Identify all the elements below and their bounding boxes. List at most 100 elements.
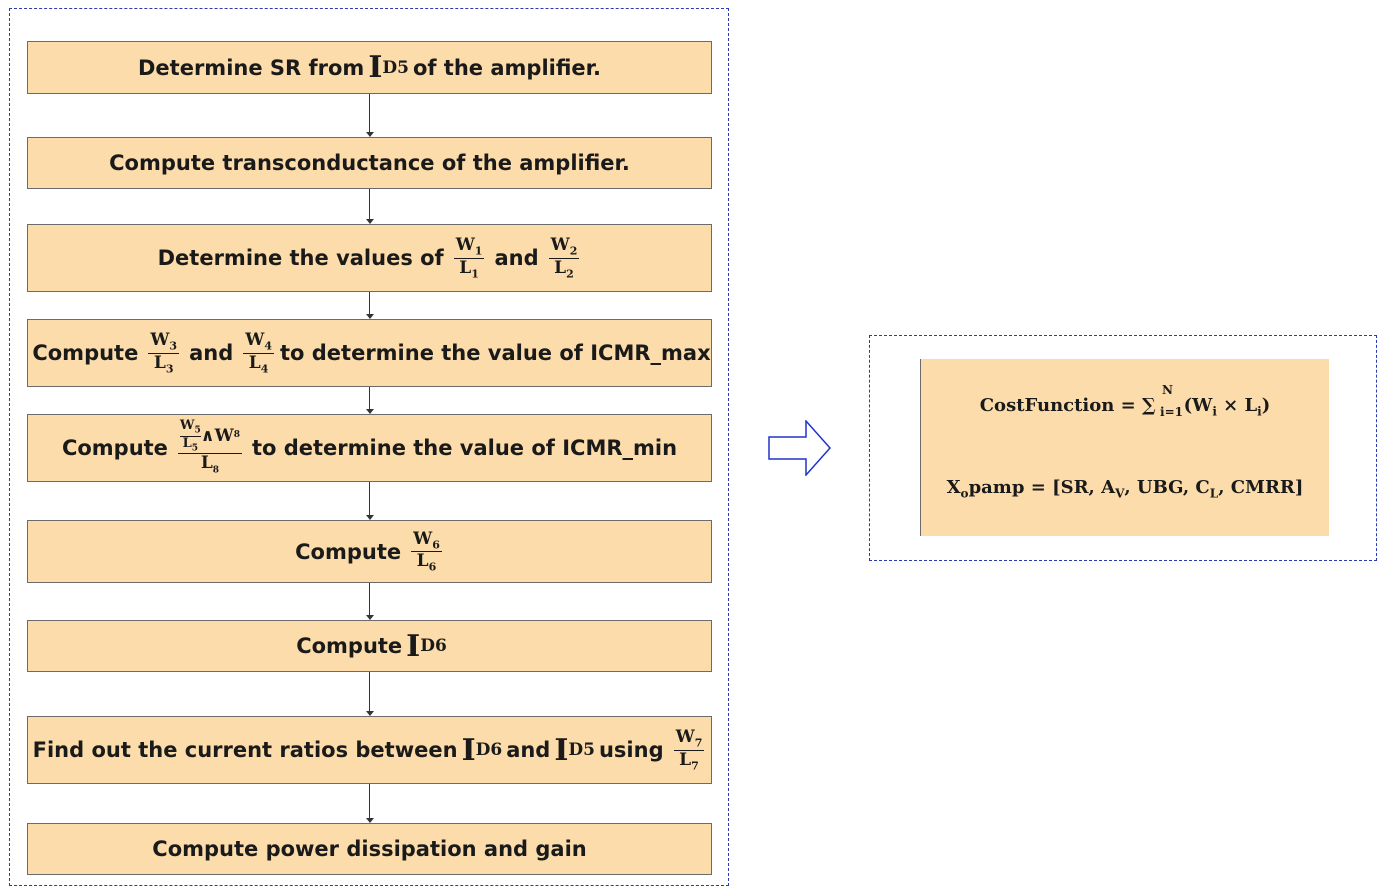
arrow-head-icon — [366, 711, 374, 716]
subscript: o — [960, 486, 969, 501]
subscript: i — [1257, 404, 1262, 419]
connector-line — [369, 583, 370, 615]
connector-line — [369, 387, 370, 409]
connector-line — [369, 189, 370, 219]
step-text: Determine SR from — [138, 55, 365, 80]
step-compute-power-gain: Compute power dissipation and gain — [27, 823, 712, 875]
connector-line — [369, 94, 370, 132]
arrow-head-icon — [366, 132, 374, 137]
numerator: W — [150, 330, 170, 351]
sum-body: (W — [1183, 395, 1213, 416]
step-text: using — [598, 738, 664, 762]
step-text: Compute — [32, 341, 139, 365]
vector-label: X — [946, 477, 961, 498]
subscript: i — [1212, 404, 1217, 419]
subscript: 1 — [471, 266, 479, 280]
vector-element: [SR, A — [1052, 477, 1116, 498]
sum-symbol: ∑ — [1142, 395, 1156, 416]
denominator: L — [182, 435, 192, 451]
step-determine-w1-w2: Determine the values of W1 L1 and W2 L2 — [27, 224, 712, 292]
fraction-w6-l6: W6 L6 — [411, 528, 442, 574]
numerator: W — [413, 528, 433, 549]
current-subscript: D6 — [420, 636, 447, 656]
sum-lower-limit: i=1 — [1160, 405, 1183, 419]
step-text: and — [506, 738, 551, 762]
subscript: 5 — [194, 425, 201, 436]
current-subscript: D5 — [382, 57, 409, 78]
current-symbol: I — [461, 732, 476, 768]
denominator: L — [679, 749, 692, 770]
operator: ∧W — [200, 426, 234, 447]
subscript: 6 — [432, 537, 440, 551]
connector-line — [369, 672, 370, 711]
fraction-w5-l5: W5 L5 — [179, 419, 201, 454]
subscript: 3 — [169, 339, 178, 353]
arrow-head-icon — [366, 515, 374, 520]
subscript: 8 — [212, 465, 220, 476]
subscript: 8 — [233, 430, 240, 441]
subscript: 2 — [569, 244, 578, 258]
step-text: Compute — [296, 634, 403, 658]
subscript: 4 — [260, 361, 269, 375]
step-text: and — [189, 341, 234, 365]
current-symbol: I — [406, 628, 421, 664]
connector-line — [369, 784, 370, 818]
equals-sign: = — [1120, 395, 1136, 416]
arrow-head-icon — [366, 818, 374, 823]
denominator: L — [554, 257, 567, 278]
subscript: L — [1209, 486, 1219, 501]
fraction-w4-l4: W4 L4 — [243, 331, 274, 375]
sum-upper-limit: N — [1162, 383, 1173, 397]
step-text: Compute — [61, 436, 168, 460]
subscript: 4 — [264, 339, 272, 353]
numerator: W — [245, 330, 265, 351]
subscript: 7 — [694, 736, 703, 750]
subscript: 7 — [691, 758, 699, 772]
arrow-head-icon — [366, 615, 374, 620]
sum-body: × L — [1223, 395, 1258, 416]
step-text: Compute transconductance of the amplifie… — [109, 151, 630, 175]
sum-body: ) — [1261, 395, 1271, 416]
fraction-w2-l2: W2 L2 — [548, 235, 580, 280]
fraction-w1-l1: W1 L1 — [453, 236, 485, 280]
cost-function-frame — [869, 335, 1377, 561]
connector-line — [369, 292, 370, 314]
denominator: L — [200, 453, 213, 474]
cost-function-label: CostFunction — [979, 395, 1115, 416]
current-symbol: I — [368, 50, 383, 85]
fraction-w3-l3: W3 L3 — [148, 330, 180, 375]
opamp-vector-equation: Xopamp = [SR, AV, UBG, CL, CMRR] — [921, 477, 1329, 501]
step-text: Find out the current ratios between — [32, 738, 458, 762]
numerator: W — [675, 727, 695, 748]
step-text: Compute power dissipation and gain — [152, 837, 587, 861]
connector-line — [369, 482, 370, 515]
vector-element: , UBG, C — [1124, 477, 1210, 498]
vector-label: pamp = — [968, 477, 1046, 498]
subscript: 6 — [428, 560, 437, 574]
subscript: 3 — [165, 361, 174, 375]
step-text: Compute — [295, 539, 402, 564]
current-subscript: D6 — [475, 740, 503, 760]
right-arrow-icon — [768, 420, 832, 476]
denominator: L — [248, 352, 261, 373]
current-subscript: D5 — [568, 740, 595, 760]
arrow-head-icon — [366, 219, 374, 224]
step-text: Determine the values of — [157, 246, 444, 270]
denominator: L — [416, 551, 429, 571]
vector-element: , CMRR] — [1218, 477, 1304, 498]
subscript: 5 — [191, 443, 199, 454]
subscript: 2 — [566, 266, 574, 280]
arrow-head-icon — [366, 314, 374, 319]
numerator: W — [550, 235, 570, 256]
step-text: and — [494, 246, 539, 270]
step-compute-icmr-max: Compute W3 L3 and W4 L4 to determine the… — [27, 319, 712, 387]
step-compute-transconductance: Compute transconductance of the amplifie… — [27, 137, 712, 189]
current-symbol: I — [554, 732, 569, 768]
